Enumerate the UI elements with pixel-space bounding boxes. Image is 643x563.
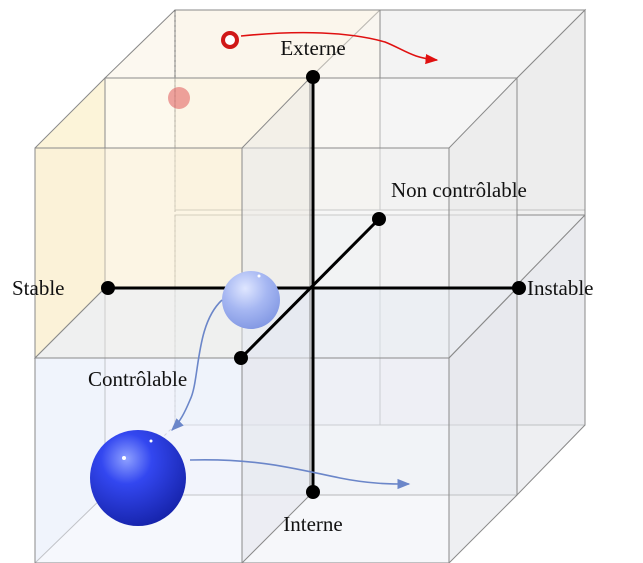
red-faded-dot [168, 87, 190, 109]
sphere-highlight [150, 440, 153, 443]
point-stable [101, 281, 115, 295]
small-blue-sphere [222, 271, 280, 329]
point-controlable [234, 351, 248, 365]
label-non-controlable: Non contrôlable [391, 178, 527, 202]
label-instable: Instable [527, 276, 593, 300]
sphere-highlight [258, 275, 261, 278]
red-ring-marker [223, 33, 237, 47]
point-externe [306, 70, 320, 84]
sphere-highlight [122, 456, 126, 460]
point-interne [306, 485, 320, 499]
label-stable: Stable [12, 276, 65, 300]
label-controlable: Contrôlable [88, 367, 187, 391]
large-blue-sphere [90, 430, 186, 526]
point-instable [512, 281, 526, 295]
label-interne: Interne [283, 512, 342, 536]
label-externe: Externe [280, 36, 345, 60]
point-non-controlable [372, 212, 386, 226]
